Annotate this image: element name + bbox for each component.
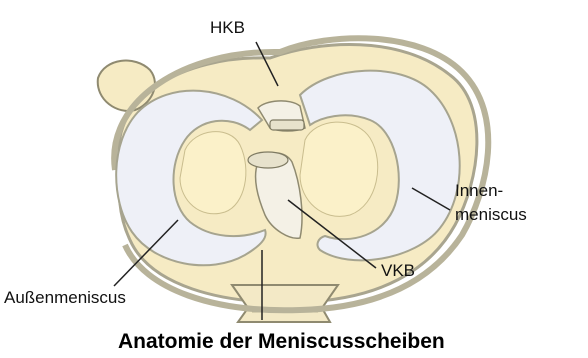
label-innen-line1: Innen- — [455, 182, 503, 199]
lateral-cartilage — [180, 132, 246, 214]
medial-cartilage — [300, 122, 378, 216]
label-aussenmeniscus: Außenmeniscus — [4, 289, 126, 306]
label-innen-line2: meniscus — [455, 206, 527, 223]
pcl-stump — [270, 120, 304, 130]
label-vkb: VKB — [381, 262, 415, 279]
bone-knob — [98, 61, 155, 111]
tibial-stem — [232, 285, 338, 322]
diagram-title: Anatomie der Meniscusscheiben — [118, 331, 445, 352]
label-hkb: HKB — [210, 19, 245, 36]
acl-stump — [248, 152, 288, 168]
